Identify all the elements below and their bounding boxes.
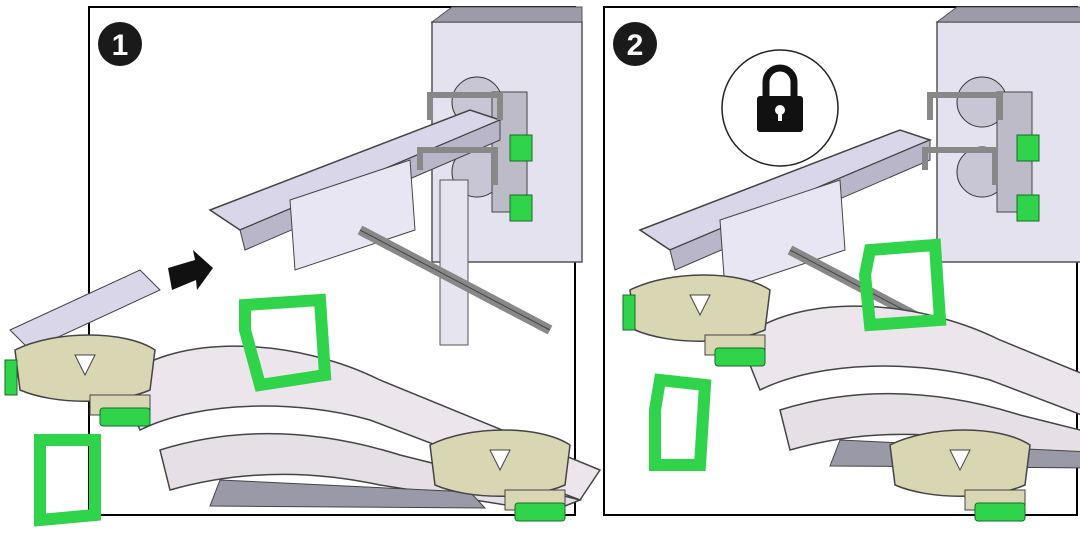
step-badge (613, 22, 657, 66)
green-tab (509, 194, 533, 222)
green-tab (1016, 194, 1040, 222)
handle (922, 147, 998, 185)
panel-1: 1 (4, 6, 601, 527)
velcro-strap (858, 238, 947, 332)
lock-icon (721, 49, 839, 167)
green-tab (1016, 134, 1040, 162)
velcro-strap (34, 434, 101, 527)
arrow-right-icon (168, 250, 213, 290)
connector-plate (14, 334, 156, 427)
velcro-strap (239, 293, 332, 392)
handle (427, 92, 503, 120)
rack-post (439, 179, 469, 346)
panel-2: 2 (603, 6, 1080, 522)
velcro-strap (649, 373, 712, 471)
green-tab (622, 294, 636, 331)
green-tab (4, 359, 18, 396)
server-chassis (936, 6, 1080, 263)
step-number: 1 (112, 29, 129, 62)
step-badge (98, 22, 142, 66)
connector (9, 269, 161, 351)
green-tab (509, 134, 533, 162)
step-number: 2 (627, 29, 644, 62)
handle (417, 147, 498, 185)
handle (927, 92, 1003, 120)
